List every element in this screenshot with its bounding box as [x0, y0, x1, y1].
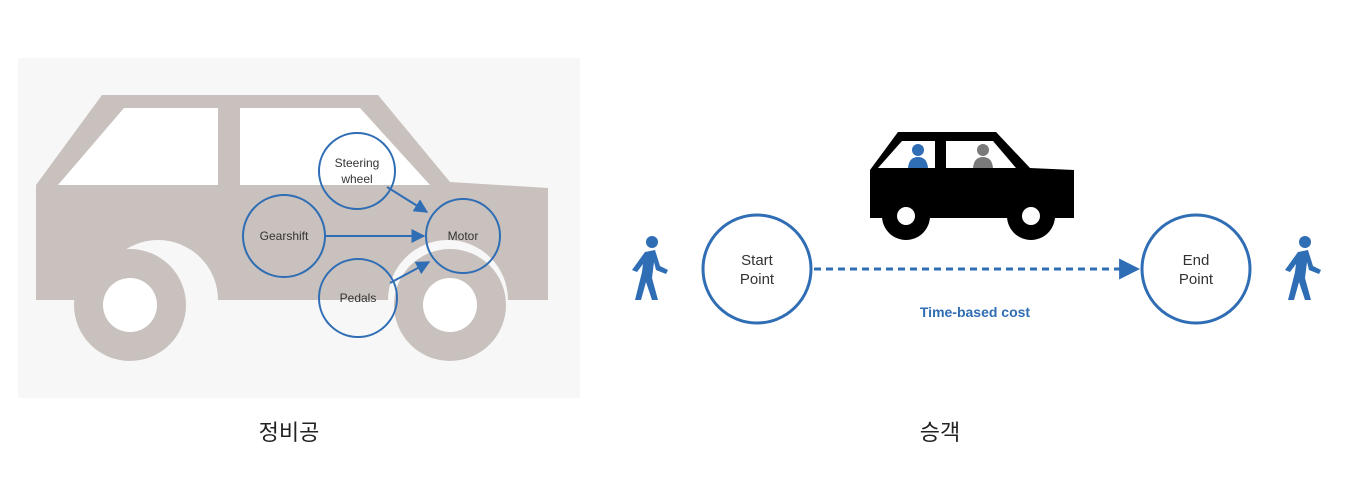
rear-wheel-hub [423, 278, 477, 332]
motor-label: Motor [448, 229, 479, 243]
pedals-label: Pedals [340, 291, 377, 305]
node-start-point: Start Point [701, 213, 813, 325]
front-wheel-hub [103, 278, 157, 332]
passenger-icon [973, 144, 993, 168]
gearshift-label: Gearshift [260, 229, 309, 243]
steering-label-line1: Steering [335, 156, 380, 170]
passenger-caption: 승객 [920, 421, 960, 446]
front-window [58, 108, 218, 185]
walking-person-icon-right [1285, 236, 1321, 300]
arrow-pedals-to-motor [389, 261, 431, 284]
end-label-line1: End [1183, 252, 1210, 269]
rear-window [240, 108, 430, 185]
steering-label-line2: wheel [340, 172, 372, 186]
control-arrows [325, 186, 431, 284]
mechanic-caption: 정비공 [259, 421, 320, 446]
mechanic-panel: Steering wheel Gearshift Pedals Motor 정비… [18, 58, 580, 446]
end-label-line2: Point [1179, 271, 1214, 288]
time-cost-label: Time-based cost [920, 304, 1031, 320]
start-label-line2: Point [740, 271, 775, 288]
start-label-line1: Start [741, 252, 774, 269]
passenger-panel: Start Point Time-based cost End Point 승객 [632, 132, 1321, 446]
node-steering-wheel: Steering wheel [318, 132, 396, 210]
node-motor: Motor [425, 198, 501, 274]
arrow-steering-to-motor [386, 186, 429, 213]
driver-icon [908, 144, 928, 168]
walking-person-icon-left [632, 236, 668, 300]
car-icon [870, 132, 1074, 240]
node-gearshift: Gearshift [242, 194, 326, 278]
node-pedals: Pedals [318, 258, 398, 338]
node-end-point: End Point [1140, 213, 1252, 325]
